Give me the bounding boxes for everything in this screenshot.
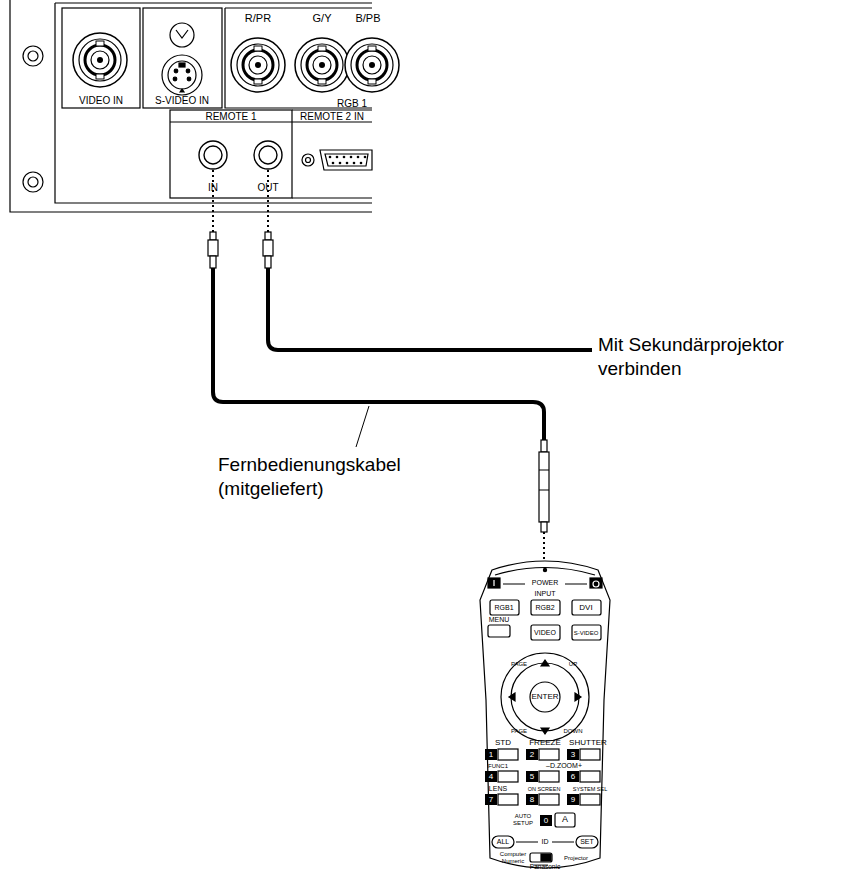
port-label: REMOTE 1	[205, 111, 256, 122]
rear-panel	[10, 0, 372, 212]
button-label: –D.ZOOM+	[546, 762, 582, 770]
button-label: RGB2	[535, 604, 554, 612]
port-label: VIDEO IN	[79, 95, 123, 106]
button-label: SET	[580, 838, 594, 846]
button-label: SYSTEM SEL	[573, 786, 608, 792]
callout-text: Mit Sekundärprojektor verbinden	[598, 333, 860, 381]
button-label: LENS	[489, 785, 507, 793]
remote-jacks	[199, 141, 282, 169]
s-video-connector	[162, 23, 202, 95]
key-number: 1	[489, 751, 493, 760]
button-label: A	[562, 815, 568, 825]
button-label: VIDEO	[534, 629, 556, 637]
port-label: RGB 1	[337, 98, 367, 109]
button-label: INPUT	[535, 590, 556, 598]
key-number: 7	[489, 796, 493, 805]
button-label: SHUTTER	[569, 739, 607, 748]
switch-label: Computer	[500, 851, 526, 858]
key-number: 5	[530, 773, 534, 782]
button-label: RGB1	[494, 604, 513, 612]
button-label: AUTO SETUP	[508, 813, 538, 826]
key-number: 6	[571, 773, 575, 782]
button-label: PAGE	[511, 661, 527, 668]
button-label: MENU	[489, 616, 510, 624]
port-label: B/PB	[355, 12, 380, 24]
button-label: S-VIDEO	[574, 630, 599, 637]
port-label: S-VIDEO IN	[155, 95, 209, 106]
button-label: UP	[569, 661, 577, 668]
key-number: 2	[530, 751, 534, 760]
button-label: ENTER	[531, 693, 558, 702]
key-number: 8	[530, 796, 534, 805]
button-label: POWER	[532, 579, 558, 587]
d-sub-connector	[302, 150, 372, 170]
button-label: DOWN	[564, 728, 583, 735]
button-label: ALL	[497, 838, 509, 846]
button-label: STD	[495, 739, 511, 748]
button-label: FREEZE	[529, 739, 561, 748]
port-label: OUT	[257, 182, 278, 193]
brand-label: Panasonic	[530, 863, 560, 870]
port-label: R/PR	[245, 12, 271, 24]
key-number: 0	[544, 817, 548, 826]
switch-label: Numeric	[502, 858, 524, 865]
remote-cable	[208, 170, 592, 565]
remote-control	[480, 561, 610, 868]
switch-label: Projector	[564, 855, 588, 862]
key-number: 4	[489, 773, 493, 782]
key-number: 3	[571, 751, 575, 760]
button-label: DVI	[579, 604, 592, 613]
bnc-connectors	[73, 33, 399, 92]
button-label: PAGE	[511, 728, 527, 735]
button-label: ON SCREEN	[528, 786, 561, 792]
key-number: 9	[571, 796, 575, 805]
port-label: IN	[208, 182, 218, 193]
port-label: G/Y	[313, 12, 332, 24]
port-label: REMOTE 2 IN	[300, 111, 364, 122]
callout-text: Fernbedienungskabel (mitgeliefert)	[218, 453, 418, 501]
button-label: FUNC1	[488, 763, 508, 770]
button-label: ID	[542, 838, 549, 846]
